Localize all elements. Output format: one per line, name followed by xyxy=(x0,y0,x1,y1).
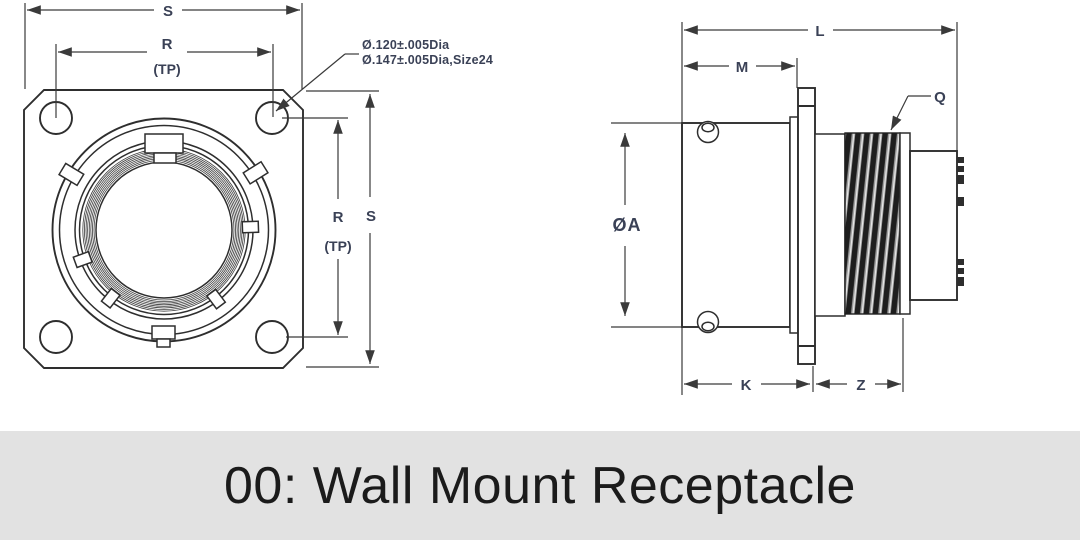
dim-r-side: R (TP) xyxy=(282,117,352,338)
rear-shell xyxy=(681,122,791,328)
dim-label-k: K xyxy=(741,377,752,394)
dim-k: K xyxy=(684,377,810,394)
dim-label-s-side: S xyxy=(366,208,376,225)
mounting-hole-bottom-left xyxy=(39,320,73,354)
hole-callout: Ø.120±.005Dia Ø.147±.005Dia,Size24 xyxy=(275,38,493,112)
dim-label-m: M xyxy=(736,59,749,76)
thread-section xyxy=(844,132,901,315)
coupling-tabs xyxy=(72,220,260,310)
side-view: L M Q ØA xyxy=(611,22,964,395)
technical-drawing: S R (TP) Ø.120±.005Dia Ø.147±.005Dia,Siz… xyxy=(23,3,964,395)
dim-label-tp-side: (TP) xyxy=(324,238,351,254)
dim-r-top: R (TP) xyxy=(55,36,274,118)
neck xyxy=(814,133,846,317)
dim-label-dia-a: ØA xyxy=(613,215,642,235)
dim-z: Z xyxy=(816,377,901,394)
thread-runout xyxy=(899,132,911,315)
flange-profile xyxy=(797,87,816,365)
dim-label-q: Q xyxy=(934,89,946,106)
mating-face-ticks xyxy=(957,157,964,286)
dim-label-tp-top: (TP) xyxy=(153,61,180,77)
dim-label-l: L xyxy=(815,23,824,40)
bottom-tab xyxy=(151,325,176,348)
boss-tabs xyxy=(58,160,269,187)
callout-q: Q xyxy=(890,89,946,131)
front-shell xyxy=(909,150,958,301)
mounting-hole-bottom-right xyxy=(255,320,289,354)
hole-callout-line2: Ø.147±.005Dia,Size24 xyxy=(362,53,493,67)
dim-label-s-top: S xyxy=(163,3,173,20)
front-view: S R (TP) Ø.120±.005Dia Ø.147±.005Dia,Siz… xyxy=(23,3,493,369)
caption-band: 00: Wall Mount Receptacle xyxy=(0,431,1080,540)
hole-callout-line1: Ø.120±.005Dia xyxy=(362,38,450,52)
dim-label-r-side: R xyxy=(333,209,344,226)
keyway xyxy=(144,133,184,164)
dim-l: L xyxy=(684,23,955,40)
dim-label-r-top: R xyxy=(162,36,173,53)
caption-text: 00: Wall Mount Receptacle xyxy=(224,456,856,515)
dim-m: M xyxy=(684,59,795,76)
screw-top xyxy=(696,120,720,144)
dim-dia-a: ØA xyxy=(611,122,681,328)
dim-s-side: S xyxy=(306,90,379,368)
dim-s-top: S xyxy=(24,3,303,89)
screw-bottom xyxy=(696,310,720,334)
dim-label-z: Z xyxy=(856,377,865,394)
gasket xyxy=(789,116,799,334)
